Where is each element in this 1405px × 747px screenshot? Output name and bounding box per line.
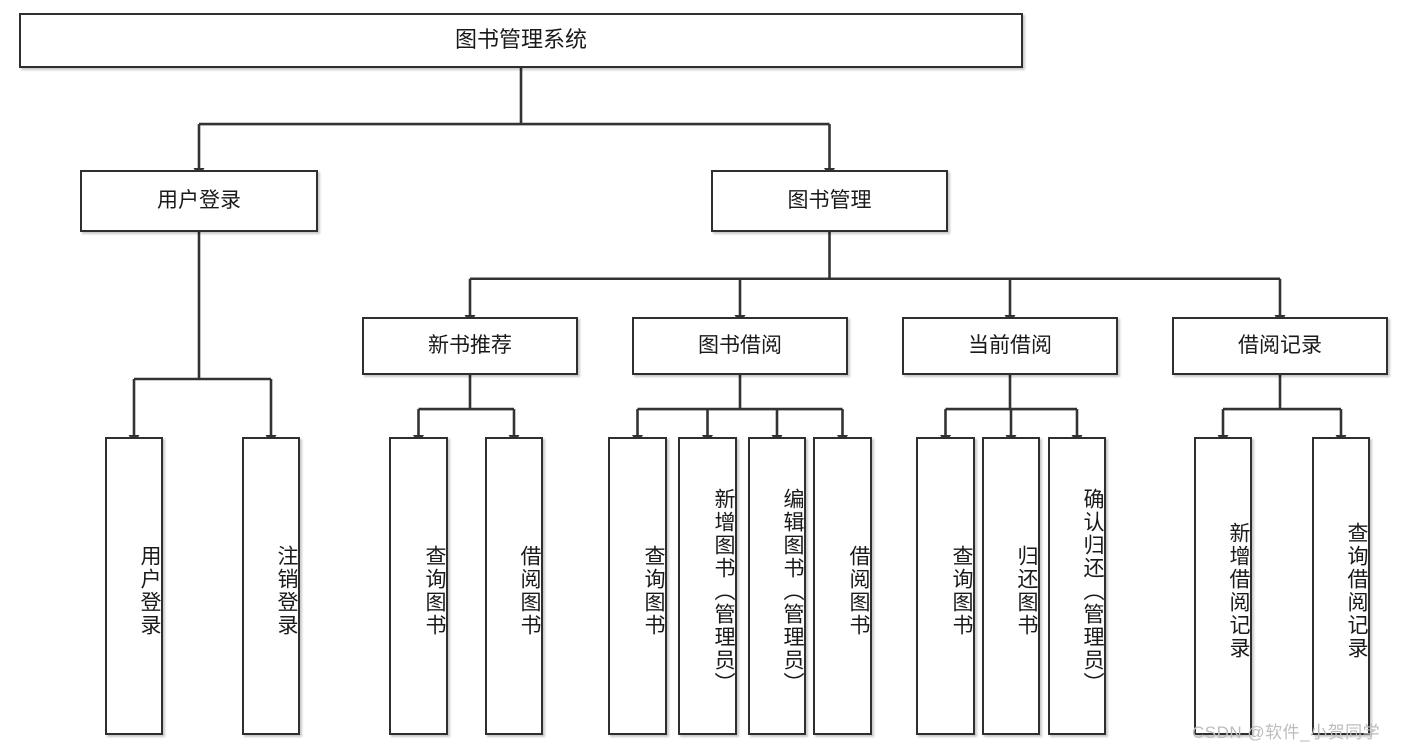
node-root[interactable]: 图书管理系统 — [19, 13, 1023, 68]
node-leaf-edit-book[interactable]: 编辑图书（管理员） — [748, 437, 806, 735]
node-leaf-query-record-label: 查询借阅记录 — [1345, 522, 1368, 660]
node-leaf-user-login[interactable]: 用户登录 — [105, 437, 163, 735]
node-leaf-confirm-return[interactable]: 确认归还（管理员） — [1048, 437, 1106, 735]
node-book-manage-label: 图书管理 — [787, 189, 872, 213]
node-leaf-add-book[interactable]: 新增图书（管理员） — [678, 437, 737, 735]
node-leaf-query-record[interactable]: 查询借阅记录 — [1312, 437, 1370, 735]
node-leaf-query-book-1[interactable]: 查询图书 — [389, 437, 448, 735]
node-book-borrow[interactable]: 图书借阅 — [632, 317, 848, 375]
node-book-manage[interactable]: 图书管理 — [711, 170, 948, 232]
node-leaf-user-login-label: 用户登录 — [138, 545, 161, 637]
node-leaf-edit-book-label: 编辑图书（管理员） — [781, 487, 804, 695]
node-leaf-return-book[interactable]: 归还图书 — [982, 437, 1040, 735]
node-leaf-return-book-label: 归还图书 — [1015, 545, 1038, 637]
node-new-book-recommend[interactable]: 新书推荐 — [362, 317, 578, 375]
node-book-borrow-label: 图书借阅 — [698, 334, 782, 358]
node-leaf-borrow-book-2[interactable]: 借阅图书 — [813, 437, 872, 735]
node-leaf-logout-label: 注销登录 — [275, 545, 298, 637]
node-leaf-confirm-return-label: 确认归还（管理员） — [1081, 487, 1104, 695]
node-current-borrow-label: 当前借阅 — [968, 334, 1052, 358]
node-leaf-query-book-3-label: 查询图书 — [950, 545, 973, 637]
csdn-watermark: CSDN @软件_小贺同学 — [1192, 723, 1381, 742]
node-leaf-query-book-2-label: 查询图书 — [642, 545, 665, 637]
node-user-login-label: 用户登录 — [157, 189, 241, 213]
node-leaf-borrow-book-1-label: 借阅图书 — [518, 545, 541, 637]
node-current-borrow[interactable]: 当前借阅 — [902, 317, 1118, 375]
node-leaf-query-book-3[interactable]: 查询图书 — [916, 437, 975, 735]
node-leaf-borrow-book-2-label: 借阅图书 — [847, 545, 870, 637]
node-user-login[interactable]: 用户登录 — [80, 170, 318, 232]
node-leaf-add-record-label: 新增借阅记录 — [1227, 522, 1250, 660]
node-leaf-query-book-2[interactable]: 查询图书 — [608, 437, 667, 735]
node-leaf-logout[interactable]: 注销登录 — [242, 437, 300, 735]
node-leaf-borrow-book-1[interactable]: 借阅图书 — [485, 437, 543, 735]
node-borrow-record-label: 借阅记录 — [1238, 334, 1322, 358]
node-leaf-add-record[interactable]: 新增借阅记录 — [1194, 437, 1252, 735]
node-new-book-recommend-label: 新书推荐 — [428, 334, 512, 358]
node-leaf-add-book-label: 新增图书（管理员） — [712, 487, 735, 695]
node-borrow-record[interactable]: 借阅记录 — [1172, 317, 1388, 375]
node-leaf-query-book-1-label: 查询图书 — [423, 545, 446, 637]
node-root-label: 图书管理系统 — [454, 27, 587, 53]
